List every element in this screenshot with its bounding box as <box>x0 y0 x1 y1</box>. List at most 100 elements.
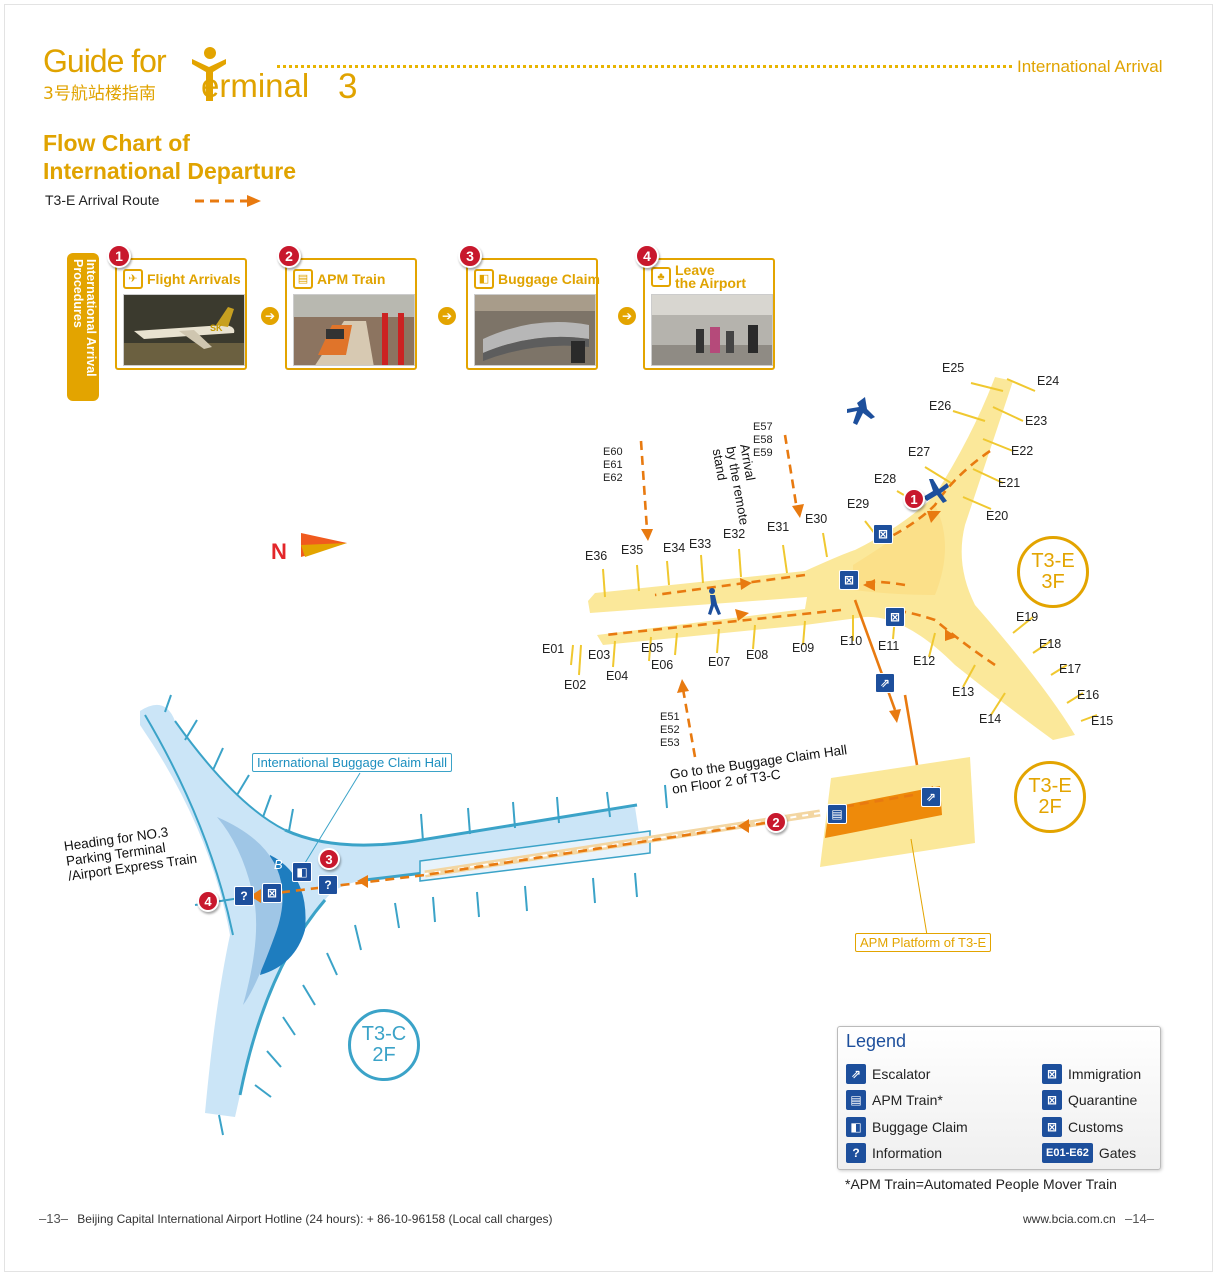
gate-label: E13 <box>952 685 975 699</box>
route-marker-2: 2 <box>765 811 787 833</box>
page-number-right: 14 <box>1132 1211 1147 1226</box>
gate-label: E35 <box>621 543 644 557</box>
gate-label: E27 <box>908 445 931 459</box>
remote-gates-e60-e62: E60 E61 E62 <box>603 446 623 484</box>
section-title: International Arrival <box>1017 57 1163 76</box>
leave-airport-photo <box>651 294 773 366</box>
page-number-left: 13 <box>46 1211 61 1226</box>
airplane-icon <box>847 397 875 425</box>
gate-label: E25 <box>942 361 965 375</box>
terminal-title: erminal <box>201 67 310 104</box>
customs-icon: ⊠ <box>885 607 905 627</box>
gate-label: E07 <box>708 655 731 669</box>
t3c-piers <box>164 694 668 1136</box>
step-2-label: APM Train <box>317 270 386 287</box>
north-label: N <box>271 539 287 564</box>
baggage-hall-callout: International Buggage Claim Hall <box>252 753 453 772</box>
apm-train-photo <box>293 294 415 366</box>
chinese-title: 3号航站楼指南 <box>43 84 156 104</box>
remote-gates-e57-e59: E57 E58 E59 <box>753 421 773 459</box>
gate-label: E31 <box>767 520 790 534</box>
apm-platform-callout: APM Platform of T3-E <box>855 933 992 952</box>
step-arrow-icon: ➔ <box>261 307 279 325</box>
t3e-2f-badge: T3-E 2F <box>1014 761 1086 833</box>
gate-label: E20 <box>986 509 1009 523</box>
gate-label: E12 <box>913 654 936 668</box>
flight-arrivals-photo: SK <box>123 294 245 366</box>
apm-train-icon: ▤ <box>846 1090 866 1110</box>
gate-label: E09 <box>792 641 815 655</box>
t3c-2f-badge: T3-C 2F <box>348 1009 420 1081</box>
gate-label: E15 <box>1091 714 1114 728</box>
gate-label: E10 <box>840 634 863 648</box>
gate-label: E03 <box>588 648 611 662</box>
svg-text:SK: SK <box>210 323 223 333</box>
gate-label: E26 <box>929 399 952 413</box>
gate-label: E33 <box>689 537 712 551</box>
gate-label: E05 <box>641 641 664 655</box>
leave-airport-icon: ♣ <box>651 267 671 287</box>
gate-label: E21 <box>998 476 1021 490</box>
legend-item-customs: ⊠Customs <box>1042 1117 1123 1137</box>
step-4-label-line2: the Airport <box>675 275 747 291</box>
gate-label: E08 <box>746 648 769 662</box>
step-3-label: Buggage Claim <box>498 270 600 287</box>
north-arrow: N <box>271 533 347 564</box>
walking-person-icon <box>708 588 721 615</box>
route-marker-1: 1 <box>903 488 925 510</box>
quarantine-icon: ⊠ <box>1042 1090 1062 1110</box>
step-4-label-line1: Leave <box>675 262 715 278</box>
step-arrow-icon: ➔ <box>438 307 456 325</box>
legend-item-quarantine: ⊠Quarantine <box>1042 1090 1137 1110</box>
escalator-icon: ⇗ <box>921 787 941 807</box>
footer-right: www.bcia.com.cn –14– <box>1023 1211 1154 1226</box>
procedures-tab-label: International Arrival Procedures <box>71 259 98 377</box>
t3e-apm-platform <box>820 757 975 867</box>
baggage-claim-photo <box>474 294 596 366</box>
footer-left: –13– Beijing Capital International Airpo… <box>39 1211 553 1226</box>
gate-label: E36 <box>585 549 608 563</box>
airplane-icon <box>923 479 949 503</box>
procedures-tab: International Arrival Procedures <box>67 253 99 401</box>
legend-item-escalator: ⇗Escalator <box>846 1064 930 1084</box>
step-flight-arrivals: ✈ Flight Arrivals SK <box>115 258 247 370</box>
guide-for-title: Guide for <box>43 43 167 79</box>
gate-label: E34 <box>663 541 686 555</box>
gate-label: E22 <box>1011 444 1034 458</box>
step-3-badge: 3 <box>458 244 482 268</box>
gate-label: E23 <box>1025 414 1048 428</box>
gate-label: E11 <box>878 639 900 653</box>
legend-title: Legend <box>846 1031 907 1051</box>
gate-label: E29 <box>847 497 870 511</box>
website-link[interactable]: www.bcia.com.cn <box>1023 1212 1116 1226</box>
t3e-3f-badge: T3-E 3F <box>1017 536 1089 608</box>
gate-label: E18 <box>1039 637 1062 651</box>
flow-chart-title: Flow Chart of International Departure <box>43 129 296 185</box>
information-icon: ? <box>846 1143 866 1163</box>
information-icon: ? <box>234 886 254 906</box>
escalator-icon: ⇗ <box>875 673 895 693</box>
step-apm-train: ▤ APM Train <box>285 258 417 370</box>
step-leave-airport: ♣ Leave the Airport <box>643 258 775 370</box>
escalator-icon: ⇗ <box>846 1064 866 1084</box>
hall-letter-b: B <box>274 857 283 872</box>
flow-title-line2: International Departure <box>43 158 297 184</box>
route-marker-3: 3 <box>318 848 340 870</box>
apm-train-icon: ▤ <box>293 269 313 289</box>
terminal-map: N <box>140 377 1098 1136</box>
airplane-icon: ✈ <box>123 269 143 289</box>
t3e-gate-piers <box>570 378 1098 722</box>
customs-icon: ⊠ <box>1042 1117 1062 1137</box>
gate-label: E06 <box>651 658 674 672</box>
immigration-icon: ⊠ <box>1042 1064 1062 1084</box>
remote-gates-e51-e53: E51 E52 E53 <box>660 711 680 749</box>
legend-item-apm-train: ▤APM Train* <box>846 1090 943 1110</box>
step-1-label: Flight Arrivals <box>147 270 241 287</box>
step-baggage-claim: ◧ Buggage Claim <box>466 258 600 370</box>
t3e-building <box>588 377 1075 740</box>
baggage-claim-icon: ◧ <box>292 862 312 882</box>
step-2-badge: 2 <box>277 244 301 268</box>
person-logo-icon <box>192 47 226 101</box>
baggage-claim-icon: ◧ <box>846 1117 866 1137</box>
